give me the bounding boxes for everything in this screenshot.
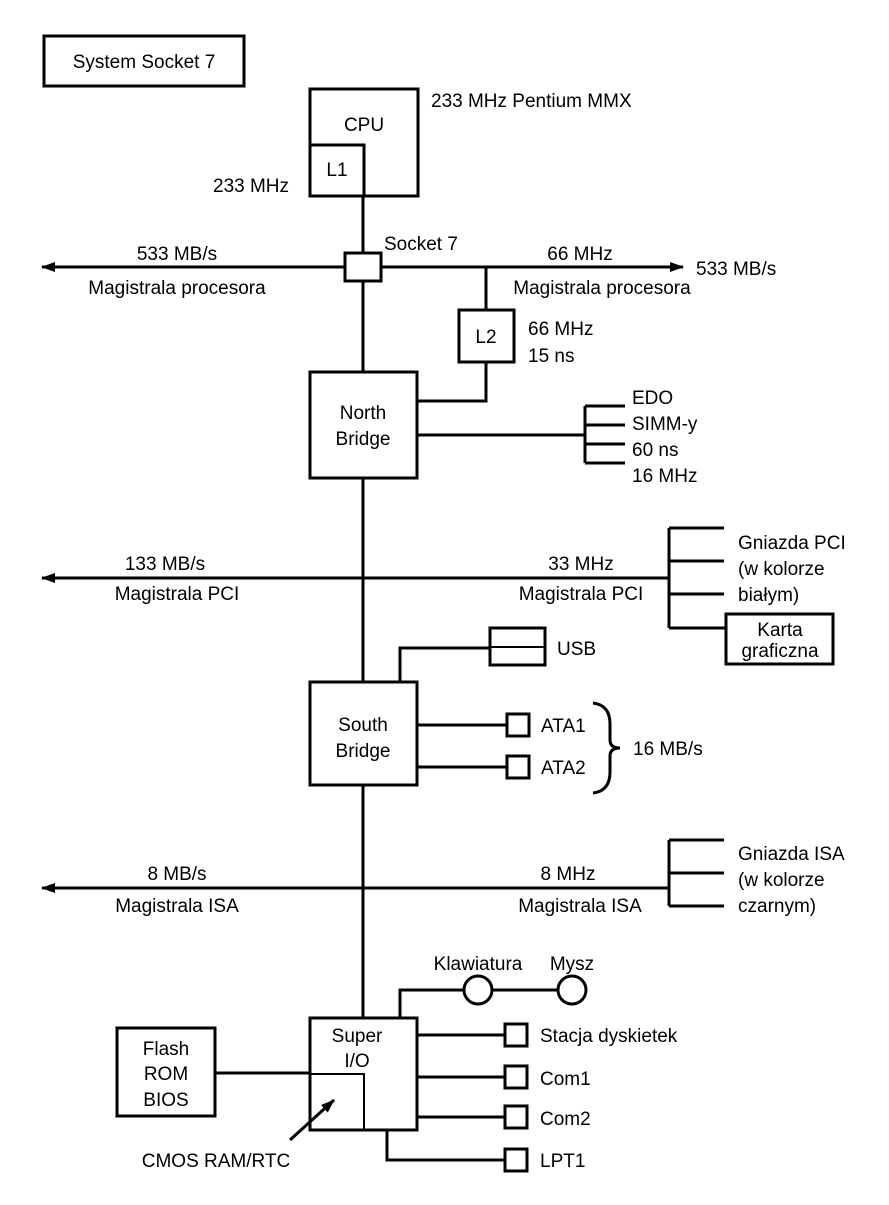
l2-speed: 15 ns <box>528 346 574 367</box>
memory-module: SIMM-y <box>632 414 698 435</box>
lpt1-link <box>385 1130 505 1162</box>
mouse-port <box>556 974 588 1006</box>
com1-port <box>503 1064 529 1090</box>
isa-bus-right-freq: 8 MHz <box>541 864 596 885</box>
keyboard-label: Klawiatura <box>434 954 523 975</box>
floppy-label: Stacja dyskietek <box>540 1026 678 1047</box>
cpu-bus-right-rate: 533 MB/s <box>696 259 776 280</box>
cpu-clock: 233 MHz <box>213 176 289 197</box>
cpu-bus-right-name: Magistrala procesora <box>513 278 691 299</box>
title: System Socket 7 <box>73 52 216 73</box>
graphics-card-box <box>724 612 835 666</box>
usb-label: USB <box>557 639 596 660</box>
isa-slots-line2: (w kolorze <box>738 870 825 891</box>
cpu-bus-left-rate: 533 MB/s <box>137 244 217 265</box>
l2-northbridge-link <box>418 362 488 403</box>
southbridge-usb-link <box>398 646 490 682</box>
cmos-region <box>310 1073 365 1130</box>
south-bridge-box <box>308 680 419 787</box>
south-bridge-line2: Bridge <box>336 741 391 762</box>
com2-label: Com2 <box>540 1109 591 1130</box>
graphics-card-line1: Karta <box>757 620 803 641</box>
com2-port <box>503 1104 529 1130</box>
ata2-label: ATA2 <box>541 758 586 779</box>
isa-bus-right-name: Magistrala ISA <box>518 896 642 917</box>
title-box <box>42 34 246 88</box>
mouse-label: Mysz <box>550 954 594 975</box>
south-bridge-line1: South <box>338 715 388 736</box>
ata-rate: 16 MB/s <box>633 739 703 760</box>
ata1-port <box>505 712 531 738</box>
l1-cache-box <box>308 143 366 198</box>
pci-bus-right-freq: 33 MHz <box>548 554 613 575</box>
cmos-pointer-arrow <box>288 1098 336 1142</box>
socket-box <box>343 251 383 283</box>
l1-label: L1 <box>326 160 347 181</box>
com1-label: Com1 <box>540 1069 591 1090</box>
super-io-line1: Super <box>332 1026 383 1047</box>
cpu-bus-right-freq: 66 MHz <box>547 244 612 265</box>
super-io-line2: I/O <box>344 1051 369 1072</box>
ata1-label: ATA1 <box>541 716 586 737</box>
pci-slots-line1: Gniazda PCI <box>738 533 846 554</box>
ata2-port <box>505 754 531 780</box>
keyboard-port <box>462 974 494 1006</box>
pci-slots-line3: białym) <box>738 585 799 606</box>
memory-type: EDO <box>632 388 673 409</box>
pci-slots-line2: (w kolorze <box>738 559 825 580</box>
flash-line3: BIOS <box>143 1090 188 1111</box>
memory-speed: 60 ns <box>632 440 678 461</box>
pci-bus-left-rate: 133 MB/s <box>125 554 205 575</box>
l2-label: L2 <box>475 327 496 348</box>
cmos-label: CMOS RAM/RTC <box>142 1151 290 1172</box>
north-bridge-box <box>308 370 419 480</box>
isa-bus-left-rate: 8 MB/s <box>147 864 206 885</box>
flash-line1: Flash <box>143 1039 189 1060</box>
isa-bus-left-name: Magistrala ISA <box>115 896 239 917</box>
superio-input-link <box>398 988 464 1018</box>
pci-bus-right-name: Magistrala PCI <box>519 584 644 605</box>
memory-freq: 16 MHz <box>632 466 697 487</box>
ata-brace <box>592 701 621 795</box>
l2-freq: 66 MHz <box>528 319 593 340</box>
north-bridge-line1: North <box>340 403 386 424</box>
cpu-model: 233 MHz Pentium MMX <box>431 91 632 112</box>
lpt1-port <box>503 1147 529 1173</box>
north-bridge-line2: Bridge <box>336 429 391 450</box>
flash-line2: ROM <box>144 1064 188 1085</box>
pci-bus-left-name: Magistrala PCI <box>115 584 240 605</box>
lpt1-label: LPT1 <box>540 1151 585 1172</box>
graphics-card-line2: graficzna <box>741 641 819 662</box>
isa-slots-line1: Gniazda ISA <box>738 844 845 865</box>
floppy-port <box>503 1022 529 1048</box>
cpu-label: CPU <box>344 115 384 136</box>
socket-label: Socket 7 <box>384 234 458 255</box>
cpu-bus-left-name: Magistrala procesora <box>88 278 266 299</box>
isa-slots-line3: czarnym) <box>738 896 816 917</box>
